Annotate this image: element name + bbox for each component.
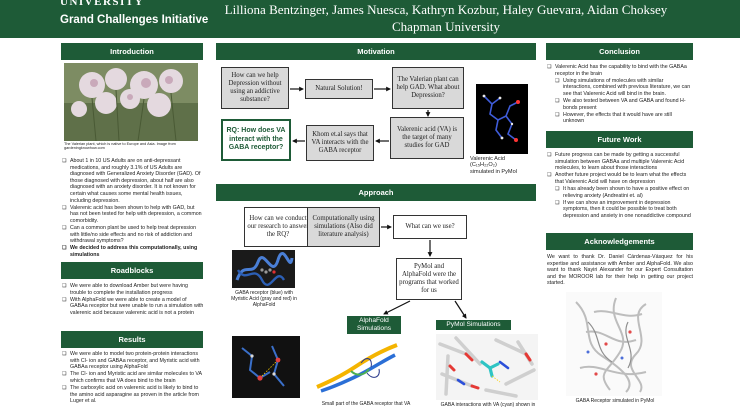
receptor-caption: GABA receptor (blue) with Myristic Acid … bbox=[231, 290, 297, 308]
acknowledgements-text: We want to thank Dr. Daniel Cárdenas-Vás… bbox=[547, 254, 693, 287]
list-item: Another future project would be to learn… bbox=[547, 172, 693, 185]
what-can-we-use-box: What can we use? bbox=[393, 215, 467, 239]
list-item: We were able to model two protein-protei… bbox=[62, 351, 204, 371]
list-item: With AlphaFold we were able to create a … bbox=[62, 297, 204, 317]
intro-header: Introduction bbox=[61, 43, 203, 60]
asparagine-image bbox=[232, 336, 300, 398]
natural-solution-box: Natural Solution! bbox=[305, 79, 373, 99]
computational-box: Computationally using simulations (Also … bbox=[307, 207, 380, 247]
poster-header: UNIVERSITY Grand Challenges Initiative L… bbox=[0, 0, 740, 38]
gaba-myristic-image bbox=[232, 250, 295, 288]
valerian-photo bbox=[64, 63, 198, 142]
pymol-alphafold-box: PyMol and AlphaFold were the programs th… bbox=[396, 258, 462, 300]
pymol-label: PyMol Simulations bbox=[436, 320, 511, 330]
school-name: Chapman University bbox=[392, 19, 500, 34]
khom-box: Khom et.al says that VA interacts with t… bbox=[306, 125, 374, 161]
roadblocks-header: Roadblocks bbox=[61, 262, 203, 279]
va-caption-source: simulated in PyMol bbox=[470, 168, 517, 175]
gaba-receptor-pymol-image bbox=[566, 292, 662, 396]
photo-caption: The Valerian plant, which is native to E… bbox=[64, 142, 176, 151]
approach-header: Approach bbox=[216, 184, 536, 201]
list-item: The Cl- ion and Myristic acid are simila… bbox=[62, 371, 204, 384]
va-formula: (C₁₅H₂₂O₂) bbox=[470, 162, 497, 169]
roadblocks-bullets: We were able to download Amber but were … bbox=[62, 283, 204, 317]
va-caption: Valerenic Acid (C₁₅H₂₂O₂) simulated in P… bbox=[470, 156, 536, 175]
pymol-receptor-caption: GABA Receptor simulated in PyMol bbox=[575, 398, 655, 404]
gaba-va-interaction-image bbox=[436, 334, 538, 400]
va-caption-name: Valerenic Acid bbox=[470, 156, 506, 162]
list-item: About 1 in 10 US Adults are on anti-depr… bbox=[62, 158, 204, 204]
valerian-box: The Valerian plant can help GAD. What ab… bbox=[392, 67, 464, 109]
valerenic-acid-model bbox=[476, 84, 528, 154]
list-item: We decided to address this computational… bbox=[62, 245, 204, 258]
results-header: Results bbox=[61, 331, 203, 348]
approach-question-box: How can we conduct our research to answe… bbox=[244, 207, 312, 247]
conclusion-header: Conclusion bbox=[546, 43, 693, 60]
gaba-small-part-image bbox=[311, 337, 403, 399]
initiative-name: Grand Challenges Initiative bbox=[60, 14, 209, 26]
list-item: We also tested between VA and GABA and f… bbox=[547, 98, 693, 111]
list-item: We were able to download Amber but were … bbox=[62, 283, 204, 296]
university-name: UNIVERSITY bbox=[60, 0, 145, 8]
author-list: Lilliona Bentzinger, James Nuesca, Kathr… bbox=[224, 2, 668, 17]
list-item: However, the effects that it would have … bbox=[547, 112, 693, 125]
results-bullets: We were able to model two protein-protei… bbox=[62, 351, 204, 405]
list-item: Using simulations of molecules with simi… bbox=[547, 78, 693, 98]
future-work-header: Future Work bbox=[546, 131, 693, 148]
author-block: Lilliona Bentzinger, James Nuesca, Kathr… bbox=[196, 1, 696, 35]
conclusion-list: Valerenic Acid has the capability to bin… bbox=[547, 64, 693, 125]
motivation-question-box: How can we help Depression without using… bbox=[221, 67, 289, 109]
list-item: It has already been shown to have a posi… bbox=[547, 186, 693, 199]
valerenic-box: Valerenic acid (VA) is the target of man… bbox=[390, 117, 464, 159]
list-item: Future progress can be made by getting a… bbox=[547, 152, 693, 172]
list-item: The carboxylic acid on valerenic acid is… bbox=[62, 385, 204, 405]
interaction-caption: GABA interactions with VA (cyan) shown i… bbox=[440, 402, 536, 408]
research-question-box: RQ: How does VA interact with the GABA r… bbox=[221, 119, 291, 161]
list-item: Valerenic acid has been shown to help wi… bbox=[62, 205, 204, 225]
list-item: Can a common plant be used to help treat… bbox=[62, 225, 204, 245]
alphafold-label: AlphaFold Simulations bbox=[347, 316, 401, 334]
future-work-list: Future progress can be made by getting a… bbox=[547, 152, 693, 220]
list-item: Valerenic Acid has the capability to bin… bbox=[547, 64, 693, 77]
intro-bullets: About 1 in 10 US Adults are on anti-depr… bbox=[62, 158, 204, 259]
small-part-caption: Small part of the GABA receptor that VA bbox=[321, 401, 411, 407]
motivation-header: Motivation bbox=[216, 43, 536, 60]
acknowledgements-header: Acknowledgements bbox=[546, 233, 693, 250]
list-item: If we can show an improvement in depress… bbox=[547, 200, 693, 220]
